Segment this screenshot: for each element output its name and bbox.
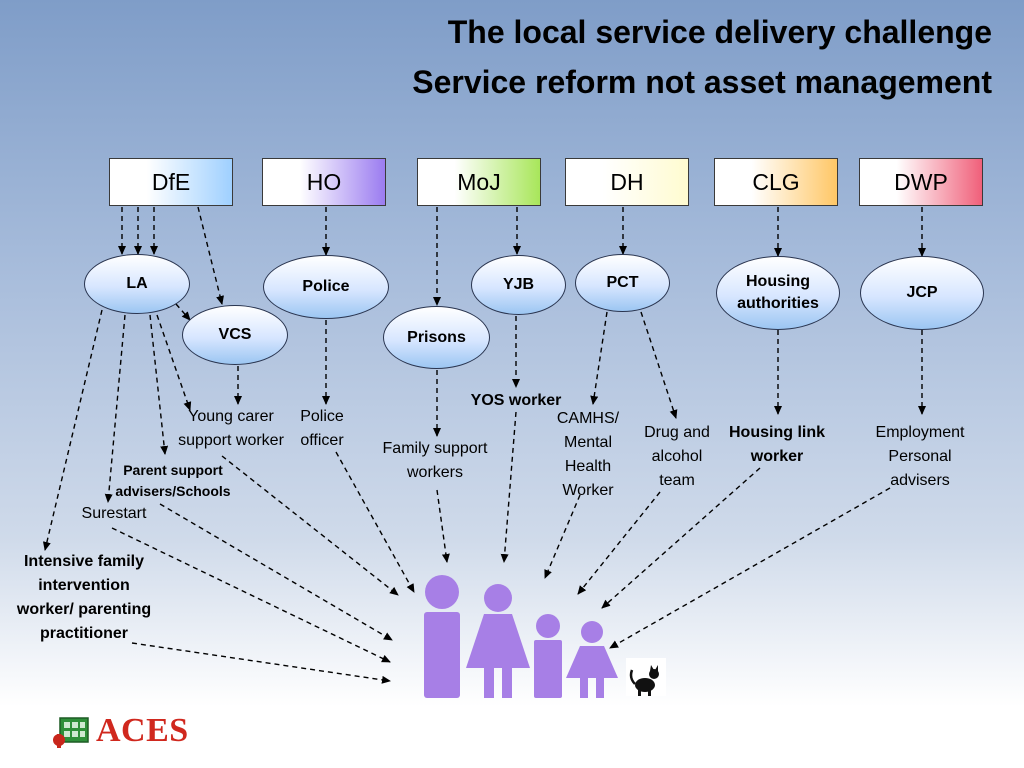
child-girl-icon bbox=[566, 621, 618, 698]
worker-camhs: CAMHS/ Mental Health Worker bbox=[556, 410, 620, 499]
worker-drug-alcohol: Drug and alcohol team bbox=[644, 424, 710, 489]
adult-man-icon bbox=[424, 575, 460, 698]
cat-icon bbox=[626, 658, 666, 696]
agency-pct: PCT bbox=[575, 254, 670, 312]
agency-housing: Housing authorities bbox=[716, 256, 840, 330]
agency-police: Police bbox=[263, 255, 389, 319]
title-line-2: Service reform not asset management bbox=[412, 64, 992, 100]
dept-moj: MoJ bbox=[417, 158, 541, 206]
dept-clg-label: CLG bbox=[752, 168, 800, 195]
dept-moj-label: MoJ bbox=[457, 168, 501, 195]
title-line-1: The local service delivery challenge bbox=[447, 14, 992, 50]
worker-housing-link: Housing link worker bbox=[729, 424, 825, 465]
worker-surestart: Surestart bbox=[81, 505, 147, 522]
aces-logo-icon bbox=[53, 717, 89, 748]
aces-logo: ACES bbox=[52, 712, 189, 750]
worker-young-carer: Young carer support worker bbox=[178, 408, 284, 449]
worker-yos: YOS worker bbox=[470, 392, 562, 409]
dept-ho: HO bbox=[262, 158, 386, 206]
agency-yjb: YJB bbox=[471, 255, 566, 315]
dept-dh-label: DH bbox=[610, 168, 644, 195]
worker-parent-support: Parent support advisers/Schools bbox=[115, 462, 231, 499]
worker-police-officer: Police officer bbox=[300, 408, 344, 449]
agency-prisons: Prisons bbox=[383, 306, 490, 369]
adult-woman-icon bbox=[466, 584, 530, 698]
family-figures bbox=[424, 575, 618, 698]
agency-jcp: JCP bbox=[860, 256, 984, 330]
dept-ho-label: HO bbox=[306, 168, 342, 195]
dept-dfe: DfE bbox=[109, 158, 233, 206]
aces-logo-text: ACES bbox=[96, 712, 189, 749]
agency-vcs: VCS bbox=[182, 305, 288, 365]
worker-family-support: Family support workers bbox=[382, 440, 488, 481]
worker-intensive-family: Intensive family intervention worker/ pa… bbox=[16, 553, 152, 642]
dept-dh: DH bbox=[565, 158, 689, 206]
dept-dwp: DWP bbox=[859, 158, 983, 206]
dept-dwp-label: DWP bbox=[894, 168, 948, 195]
dept-clg: CLG bbox=[714, 158, 838, 206]
agency-la: LA bbox=[84, 254, 190, 314]
dept-dfe-label: DfE bbox=[151, 168, 191, 195]
child-boy-icon bbox=[534, 614, 562, 698]
worker-employment: Employment Personal advisers bbox=[875, 424, 965, 489]
